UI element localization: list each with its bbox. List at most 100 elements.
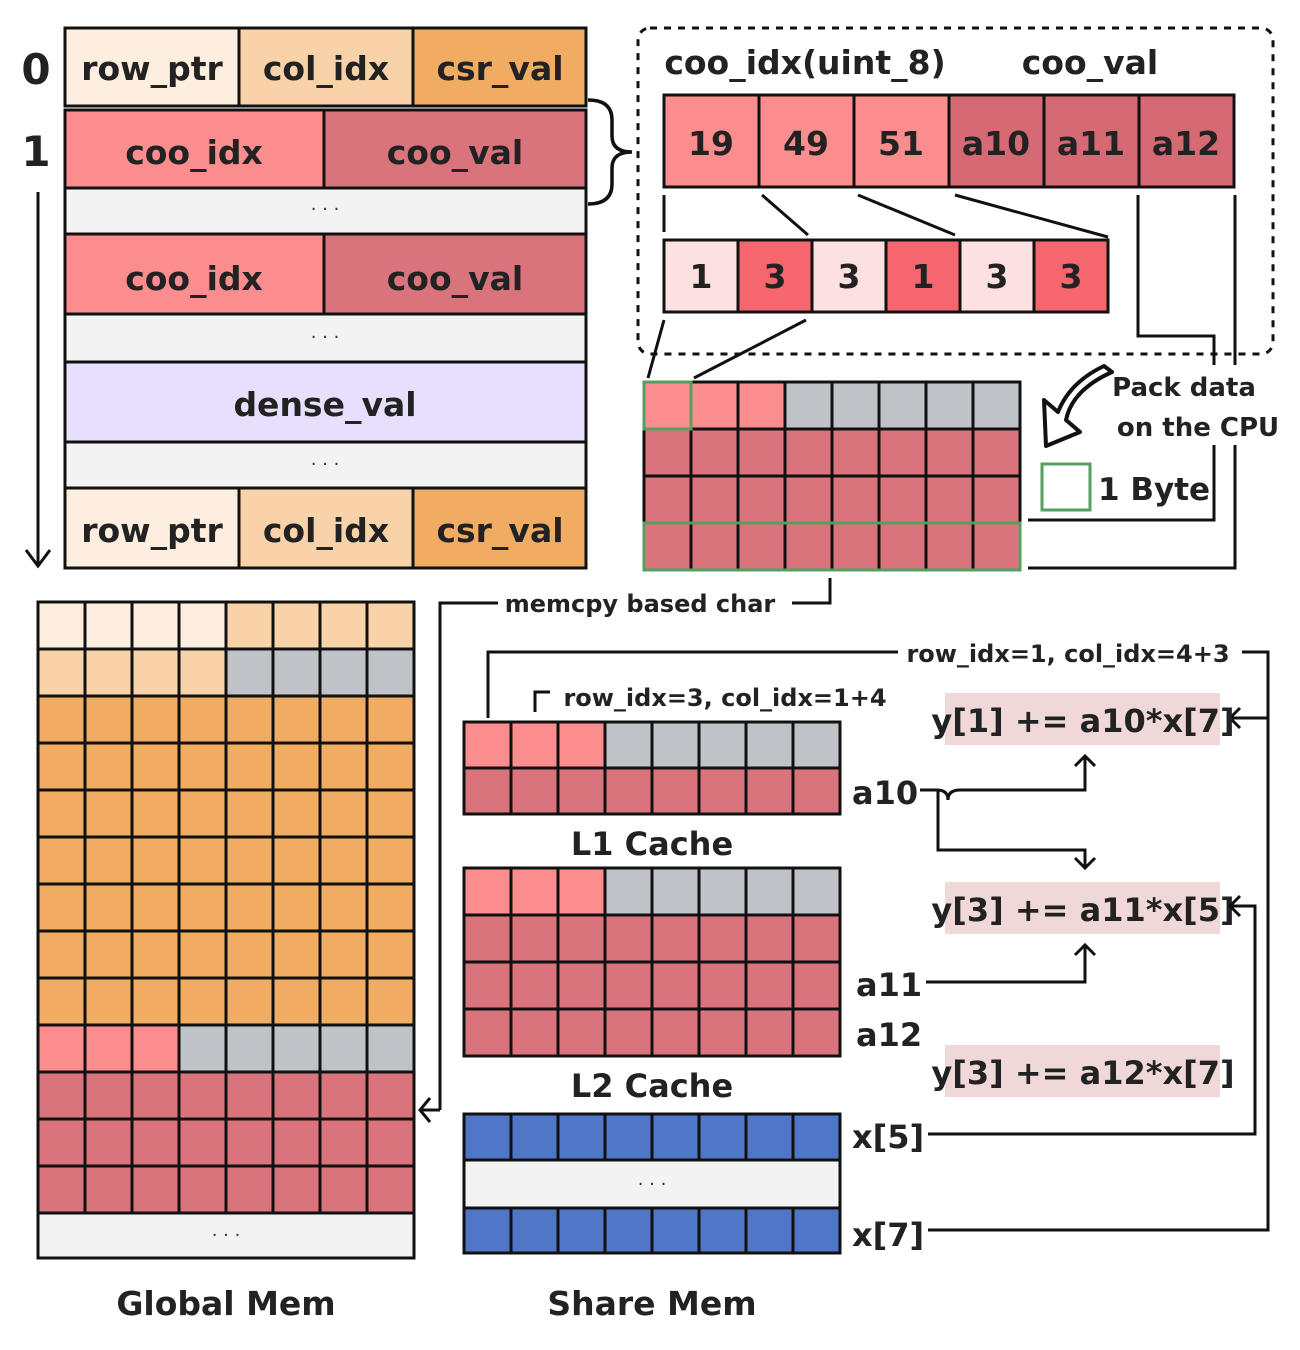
x-vector-cell <box>509 1206 560 1255</box>
global-mem-cell <box>177 600 228 651</box>
row-ptr-label: row_ptr <box>81 49 223 88</box>
nibble-text: 3 <box>838 257 861 296</box>
global-mem-cell <box>224 1164 275 1215</box>
global-mem-ellipsis-text: · · · <box>212 1225 241 1246</box>
col-idx-label: col_idx <box>263 511 389 550</box>
l2-cache-cell <box>650 866 701 917</box>
coo-val-label: coo_val <box>387 259 524 298</box>
global-mem-cell <box>365 788 416 839</box>
global-mem-cell <box>271 882 322 933</box>
global-mem-cell <box>177 1117 228 1168</box>
global-mem-cell <box>224 882 275 933</box>
x-vector-cell <box>650 1112 701 1162</box>
packed-byte-cell <box>924 427 975 478</box>
dense-val-label: dense_val <box>233 385 416 424</box>
global-mem-cell <box>83 694 134 745</box>
global-mem-cell <box>271 1164 322 1215</box>
global-mem-caption: Global Mem <box>116 1284 335 1323</box>
global-mem-cell <box>271 1023 322 1074</box>
nibble-cell <box>958 238 1036 314</box>
l2-cache-cell <box>509 960 560 1011</box>
packed-byte-cell <box>783 380 834 431</box>
pack-connector <box>646 318 807 380</box>
l2-cache-cell <box>509 1007 560 1058</box>
pack-arrow-icon <box>1042 364 1114 448</box>
global-mem-cell <box>318 882 369 933</box>
l2-cache-cell <box>603 1007 654 1058</box>
global-mem-cell <box>83 741 134 792</box>
x-vector-cell <box>603 1112 654 1162</box>
brace-icon <box>587 98 633 206</box>
l1-cache-cell <box>650 720 701 770</box>
nibble-cell <box>662 238 740 314</box>
global-mem-cell <box>365 1164 416 1215</box>
packed-byte-grid <box>642 380 1022 572</box>
l2-cache-cell <box>509 866 560 917</box>
packed-byte-cell <box>736 474 787 525</box>
global-mem-cell <box>83 647 134 698</box>
packed-byte-cell <box>971 427 1022 478</box>
coo-val-header: coo_val <box>1022 43 1159 82</box>
packed-byte-cell <box>642 474 693 525</box>
global-mem-cell <box>271 694 322 745</box>
csr-val-cell <box>411 26 588 108</box>
pack-label-line1: Pack data <box>1112 373 1256 403</box>
global-mem-cell <box>271 647 322 698</box>
global-mem-cell <box>130 1070 181 1121</box>
coo-val-cell <box>322 232 588 316</box>
memcpy-connector <box>438 578 832 1110</box>
global-mem-cell <box>224 1023 275 1074</box>
value-connector <box>1028 445 1237 570</box>
equation-bg <box>945 1045 1220 1097</box>
ellipsis-row <box>63 186 588 236</box>
global-mem-cell <box>177 1023 228 1074</box>
global-mem-cell <box>271 1117 322 1168</box>
l1-index-connector <box>533 690 550 712</box>
global-mem-cell <box>130 1023 181 1074</box>
global-mem-cell <box>36 600 87 651</box>
index-cell-text: 51 <box>878 124 924 163</box>
global-mem-cell <box>318 976 369 1027</box>
l2-cache-cell <box>744 913 795 964</box>
value-cell-text: a10 <box>962 124 1030 163</box>
packed-byte-cell <box>877 380 928 431</box>
global-mem-cell <box>318 1023 369 1074</box>
l1-cache-cell <box>462 720 513 770</box>
ellipsis-text: · · · <box>311 454 340 475</box>
l2-cache-cell <box>603 866 654 917</box>
ellipsis-text: · · · <box>311 327 340 348</box>
packed-byte-cell <box>642 427 693 478</box>
global-mem-cell <box>130 1164 181 1215</box>
format-row-block: row_ptr col_idx csr_val coo_idx coo_val … <box>63 26 588 570</box>
x5-label: x[5] <box>852 1118 924 1156</box>
packed-byte-cell <box>783 427 834 478</box>
global-mem-cell <box>177 1164 228 1215</box>
global-mem-cell <box>271 1070 322 1121</box>
l2-cache-cell <box>556 960 607 1011</box>
l1-index-annotation: row_idx=3, col_idx=1+4 <box>563 684 886 712</box>
packed-byte-cell <box>924 521 975 572</box>
x-vector-cell <box>697 1206 748 1255</box>
col-idx-cell <box>237 26 415 108</box>
value-cell-text: a11 <box>1057 124 1125 163</box>
row-ptr-cell <box>63 26 241 108</box>
row-ptr-label: row_ptr <box>81 511 223 550</box>
packed-byte-cell <box>971 380 1022 431</box>
global-mem-cell <box>365 600 416 651</box>
value-cell <box>1137 93 1236 189</box>
l1-cache-cell <box>791 766 842 816</box>
arrowhead <box>1073 753 1097 768</box>
global-mem-cell <box>365 1023 416 1074</box>
global-mem-cell <box>83 788 134 839</box>
global-mem-cell <box>224 741 275 792</box>
global-mem-cell <box>365 929 416 980</box>
global-mem-cell <box>318 647 369 698</box>
global-mem-cell <box>83 929 134 980</box>
l2-cache-cell <box>462 960 513 1011</box>
packed-byte-cell <box>736 427 787 478</box>
a11-label: a11 <box>856 966 922 1004</box>
equation-1: y[1] += a10*x[7] <box>931 702 1234 740</box>
a12-label: a12 <box>856 1016 922 1054</box>
global-mem-cell <box>177 882 228 933</box>
global-mem-cell <box>36 741 87 792</box>
